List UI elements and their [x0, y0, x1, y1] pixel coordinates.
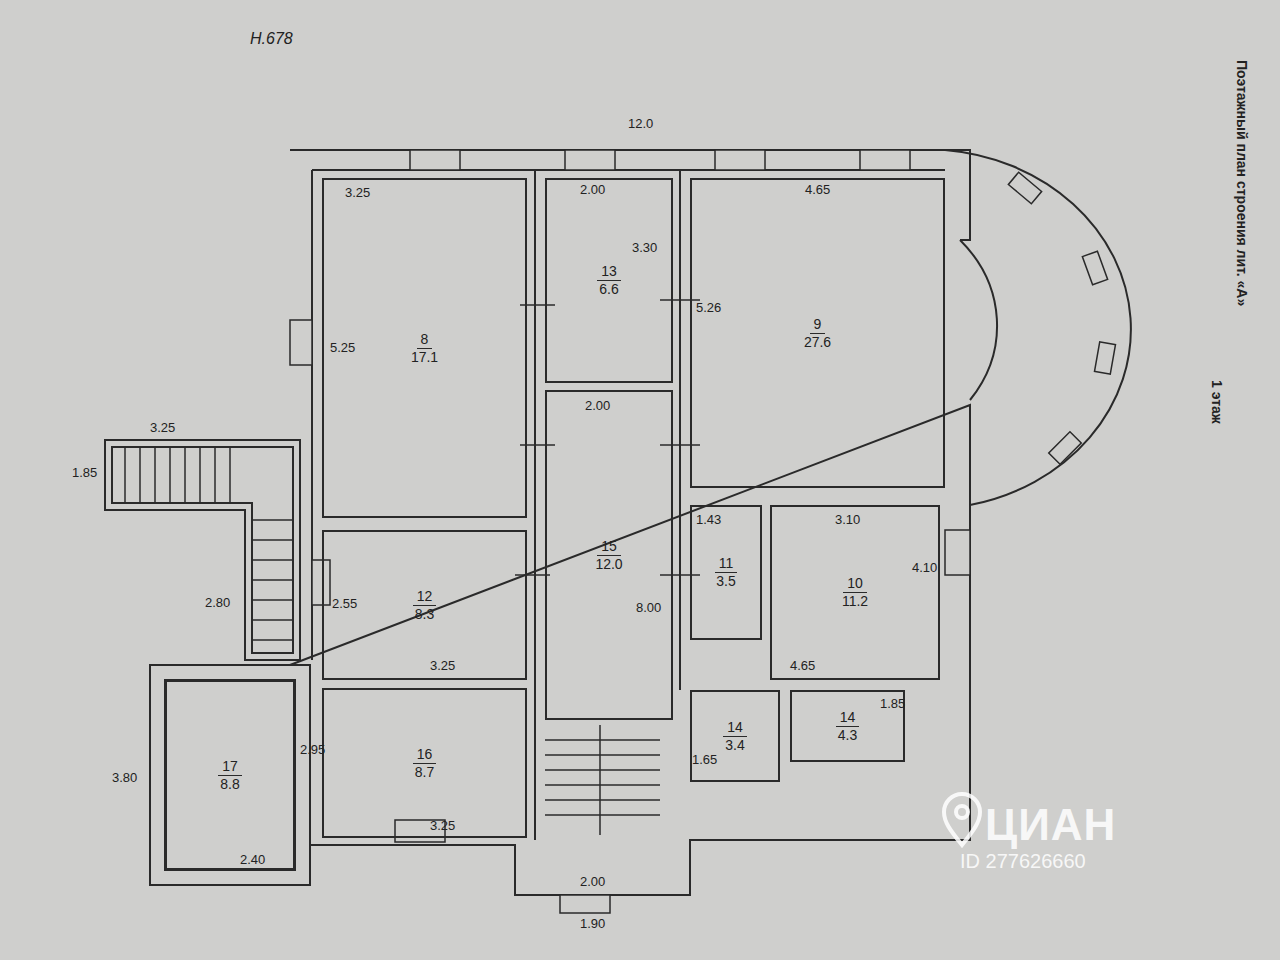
dimension-label: 5.26: [696, 300, 721, 315]
room-number: 14: [723, 719, 747, 737]
dimension-label: 2.00: [585, 398, 610, 413]
dimension-label: 2.80: [205, 595, 230, 610]
room: 927.6: [690, 178, 945, 488]
dimension-label: 4.65: [790, 658, 815, 673]
room-area: 6.6: [595, 281, 622, 298]
dimension-label: 2.00: [580, 182, 605, 197]
room-number: 17: [218, 758, 242, 776]
dimension-label: 2.95: [300, 742, 325, 757]
room-area: 4.3: [834, 727, 861, 744]
dimension-label: 3.25: [150, 420, 175, 435]
room-number: 13: [597, 263, 621, 281]
room-area: 12.0: [591, 556, 626, 573]
dimension-label: 1.85: [72, 465, 97, 480]
dimension-label: 2.55: [332, 596, 357, 611]
room: 1011.2: [770, 505, 940, 680]
dimension-label: 3.25: [345, 185, 370, 200]
room-area: 17.1: [407, 349, 442, 366]
room-area: 8.7: [411, 764, 438, 781]
room-number: 16: [413, 746, 437, 764]
room-area: 8.3: [411, 606, 438, 623]
room-area: 8.8: [216, 776, 243, 793]
dimension-label: 3.10: [835, 512, 860, 527]
dimension-label: 4.10: [912, 560, 937, 575]
room-number: 11: [715, 555, 738, 573]
dimension-label: 1.65: [692, 752, 717, 767]
room-area: 11.2: [838, 593, 872, 610]
dimension-label: 3.80: [112, 770, 137, 785]
dimension-label: 2.00: [580, 874, 605, 889]
room-area: 3.4: [721, 737, 748, 754]
room: 178.8: [165, 680, 295, 870]
room-number: 14: [836, 709, 860, 727]
header-text: Поэтажный план строения лит. «А»: [1234, 60, 1250, 306]
dimension-label: 1.43: [696, 512, 721, 527]
dimension-label: 12.0: [628, 116, 653, 131]
room-number: 8: [417, 331, 433, 349]
header-text: 1 этаж: [1209, 380, 1225, 424]
room-number: 10: [843, 575, 867, 593]
dimension-label: 1.90: [580, 916, 605, 931]
dimension-label: 3.25: [430, 818, 455, 833]
dimension-label: 5.25: [330, 340, 355, 355]
dimension-label: 8.00: [636, 600, 661, 615]
dimension-label: 3.30: [632, 240, 657, 255]
dimension-label: 3.25: [430, 658, 455, 673]
dimension-label: 2.40: [240, 852, 265, 867]
room: 168.7: [322, 688, 527, 838]
room-number: 9: [810, 316, 826, 334]
room: 143.4: [690, 690, 780, 782]
watermark: ЦИАН: [985, 800, 1116, 850]
signature: Н.678: [250, 30, 293, 48]
dimension-label: 4.65: [805, 182, 830, 197]
room: 136.6: [545, 178, 673, 383]
room-number: 15: [597, 538, 621, 556]
dimension-label: 1.85: [880, 696, 905, 711]
room-number: 12: [413, 588, 437, 606]
room-area: 27.6: [800, 334, 835, 351]
room-area: 3.5: [712, 573, 739, 590]
room: 1512.0: [545, 390, 673, 720]
watermark: ID 277626660: [960, 850, 1086, 873]
